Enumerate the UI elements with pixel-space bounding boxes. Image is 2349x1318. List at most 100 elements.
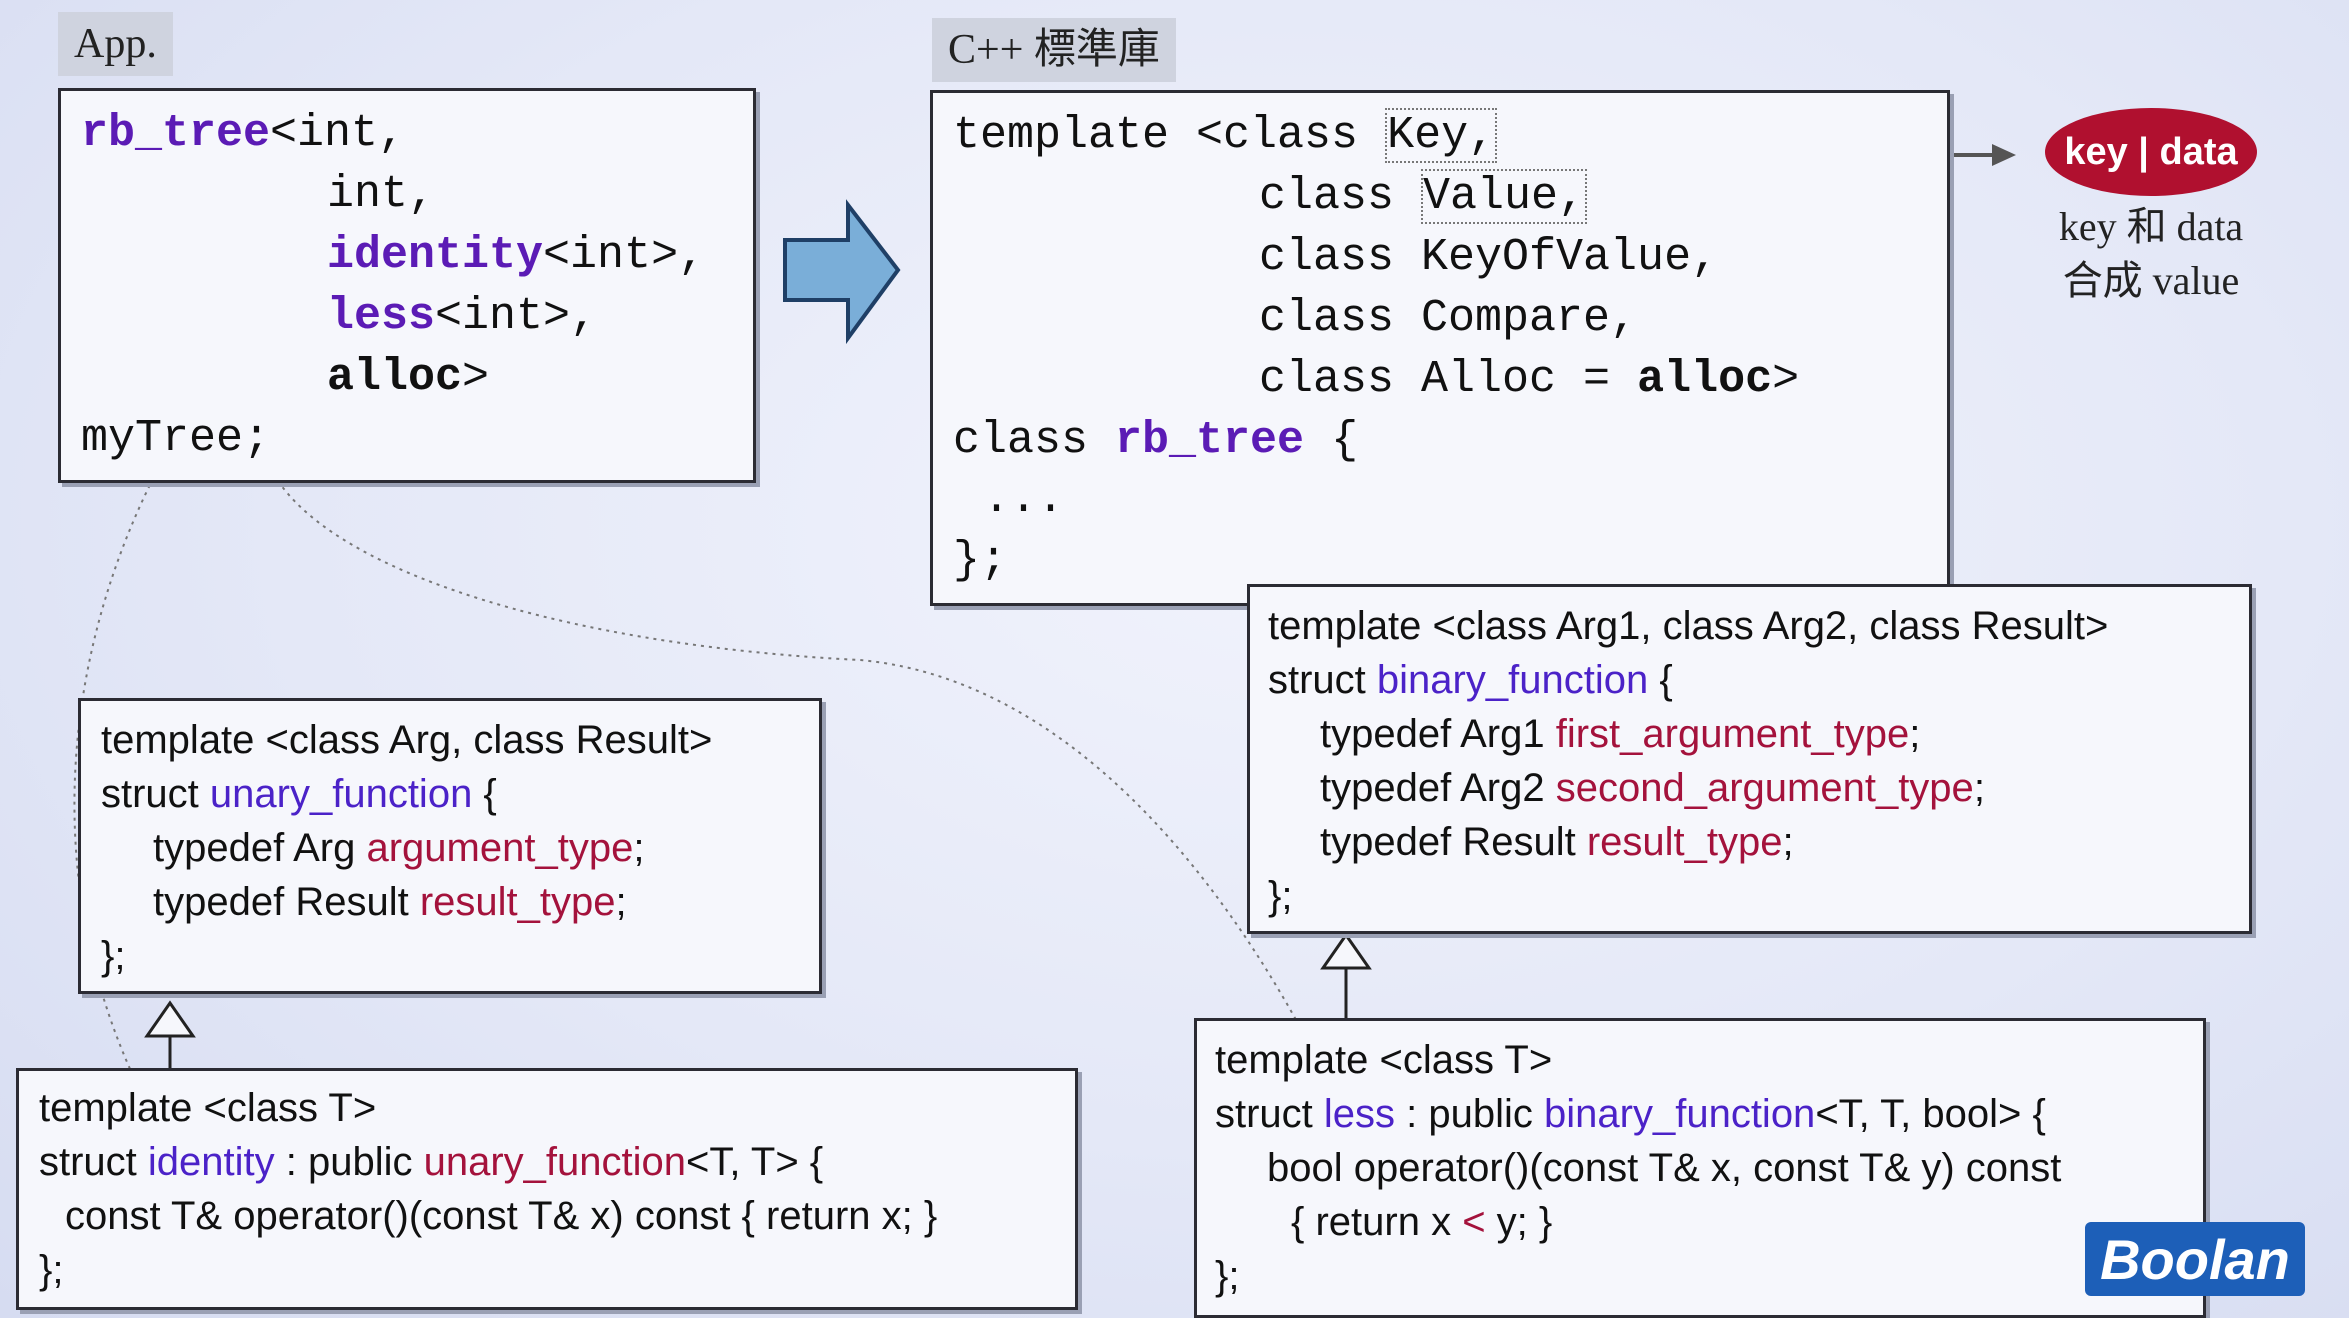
- binary-line-2-b: {: [1648, 658, 1673, 702]
- binary-line-2: struct binary_function {: [1268, 653, 1673, 707]
- binary-line-5-a: typedef Result: [1320, 820, 1587, 864]
- less-link-curve: [258, 319, 1331, 1086]
- unary-line-3: typedef Arg argument_type;: [153, 821, 644, 875]
- key-data-badge: key | data: [2045, 108, 2257, 196]
- std-line-6-b: {: [1304, 415, 1359, 466]
- less-line-2-c: <T, T, bool> {: [1815, 1092, 2046, 1136]
- less-line-5: };: [1215, 1254, 1240, 1298]
- binary-line-3-c: ;: [1909, 712, 1921, 756]
- app-line-5: alloc>: [327, 347, 489, 408]
- binary-line-5: typedef Result result_type;: [1320, 815, 1794, 869]
- binary-line-6: };: [1268, 874, 1293, 918]
- unary-line-2: struct unary_function {: [101, 767, 497, 821]
- unary-line-4-a: typedef Result: [153, 880, 420, 924]
- std-line-1-a: template <class: [953, 110, 1386, 161]
- less-keyword: less: [327, 291, 436, 342]
- identity-line-3: const T& operator()(const T& x) const { …: [65, 1194, 938, 1238]
- unary-line-3-c: ;: [633, 826, 645, 870]
- argument-type: argument_type: [366, 826, 634, 870]
- less-line-2-b: : public: [1395, 1092, 1545, 1136]
- unary-line-2-b: {: [472, 772, 497, 816]
- boolan-logo: Boolan: [2085, 1222, 2305, 1296]
- identity-line-4: };: [39, 1248, 64, 1292]
- value-param: Value,: [1421, 169, 1588, 224]
- app-line-2: int,: [327, 169, 436, 220]
- less-base-binary: binary_function: [1544, 1092, 1816, 1136]
- std-line-6: class rb_tree {: [953, 410, 1358, 471]
- binary-line-3-a: typedef Arg1: [1320, 712, 1556, 756]
- identity-keyword: identity: [327, 230, 544, 281]
- app-line-1: rb_tree<int,: [81, 103, 405, 164]
- app-line-3: identity<int>,: [327, 225, 705, 286]
- unary-result-type: result_type: [419, 880, 616, 924]
- key-data-note: key 和 data 合成 value: [2020, 200, 2282, 308]
- unary-function-box: template <class Arg, class Result> struc…: [78, 698, 822, 994]
- unary-line-4-c: ;: [615, 880, 627, 924]
- std-rb-tree-keyword: rb_tree: [1115, 415, 1305, 466]
- less-line-4-a: { return x: [1291, 1200, 1463, 1244]
- std-line-2: class Value,: [1259, 166, 1588, 227]
- std-line-5-a: class Alloc =: [1259, 354, 1638, 405]
- binary-function-box: template <class Arg1, class Arg2, class …: [1247, 584, 2252, 934]
- first-argument-type: first_argument_type: [1555, 712, 1910, 756]
- std-alloc-keyword: alloc: [1637, 354, 1773, 405]
- note-line-2: 合成 value: [2062, 258, 2240, 303]
- app-tag: App.: [58, 12, 173, 76]
- unary-line-1: template <class Arg, class Result>: [101, 718, 713, 762]
- less-name: less: [1323, 1092, 1396, 1136]
- identity-struct-box: template <class T> struct identity : pub…: [16, 1068, 1078, 1310]
- app-line-5-rest: >: [462, 352, 490, 403]
- identity-line-2-a: struct: [39, 1140, 148, 1184]
- app-line-3-rest: <int>,: [543, 230, 706, 281]
- binary-function-name: binary_function: [1376, 658, 1649, 702]
- app-line-4: less<int>,: [327, 286, 597, 347]
- unary-line-4: typedef Result result_type;: [153, 875, 627, 929]
- identity-line-2-b: : public: [274, 1140, 424, 1184]
- key-arrow-head: [1992, 144, 2016, 166]
- std-line-4: class Compare,: [1259, 293, 1638, 344]
- less-inherit-triangle: [1320, 932, 1372, 970]
- std-line-3: class KeyOfValue,: [1259, 232, 1719, 283]
- note-line-1: key 和 data: [2058, 204, 2244, 249]
- rb-tree-keyword: rb_tree: [81, 108, 271, 159]
- std-line-5: class Alloc = alloc>: [1259, 349, 1799, 410]
- less-than-operator: <: [1462, 1200, 1486, 1244]
- std-line-5-b: >: [1772, 354, 1800, 405]
- binary-result-type: result_type: [1586, 820, 1783, 864]
- alloc-keyword: alloc: [327, 352, 463, 403]
- binary-line-2-a: struct: [1268, 658, 1377, 702]
- big-right-arrow: [783, 199, 901, 345]
- std-line-6-a: class: [953, 415, 1116, 466]
- unary-line-2-a: struct: [101, 772, 210, 816]
- identity-line-1: template <class T>: [39, 1086, 377, 1130]
- key-param: Key,: [1385, 108, 1498, 163]
- less-line-3: bool operator()(const T& x, const T& y) …: [1267, 1146, 2062, 1190]
- less-line-4-b: y; }: [1485, 1200, 1553, 1244]
- binary-line-4: typedef Arg2 second_argument_type;: [1320, 761, 1985, 815]
- app-code-box: rb_tree<int, int, identity<int>, less<in…: [58, 88, 756, 483]
- identity-base-unary: unary_function: [423, 1140, 687, 1184]
- identity-inherit-triangle: [144, 1000, 196, 1038]
- stdlib-code-box: template <class Key, class Value, class …: [930, 90, 1950, 606]
- app-line-4-rest: <int>,: [435, 291, 598, 342]
- unary-line-5: };: [101, 934, 126, 978]
- less-line-2: struct less : public binary_function<T, …: [1215, 1087, 2046, 1141]
- identity-name: identity: [147, 1140, 275, 1184]
- app-line-6: myTree;: [81, 413, 271, 464]
- stdlib-tag: C++ 標準庫: [932, 18, 1176, 82]
- less-line-1: template <class T>: [1215, 1038, 1553, 1082]
- identity-line-2: struct identity : public unary_function<…: [39, 1135, 823, 1189]
- std-line-1: template <class Key,: [953, 105, 1498, 166]
- binary-line-3: typedef Arg1 first_argument_type;: [1320, 707, 1920, 761]
- std-line-2-a: class: [1259, 171, 1422, 222]
- binary-line-1: template <class Arg1, class Arg2, class …: [1268, 604, 2109, 648]
- less-line-2-a: struct: [1215, 1092, 1324, 1136]
- unary-function-name: unary_function: [209, 772, 473, 816]
- binary-line-5-c: ;: [1782, 820, 1794, 864]
- std-line-8: };: [953, 535, 1008, 586]
- second-argument-type: second_argument_type: [1555, 766, 1974, 810]
- less-struct-box: template <class T> struct less : public …: [1194, 1018, 2206, 1318]
- unary-line-3-a: typedef Arg: [153, 826, 367, 870]
- binary-line-4-a: typedef Arg2: [1320, 766, 1556, 810]
- app-line-1-rest: <int,: [270, 108, 406, 159]
